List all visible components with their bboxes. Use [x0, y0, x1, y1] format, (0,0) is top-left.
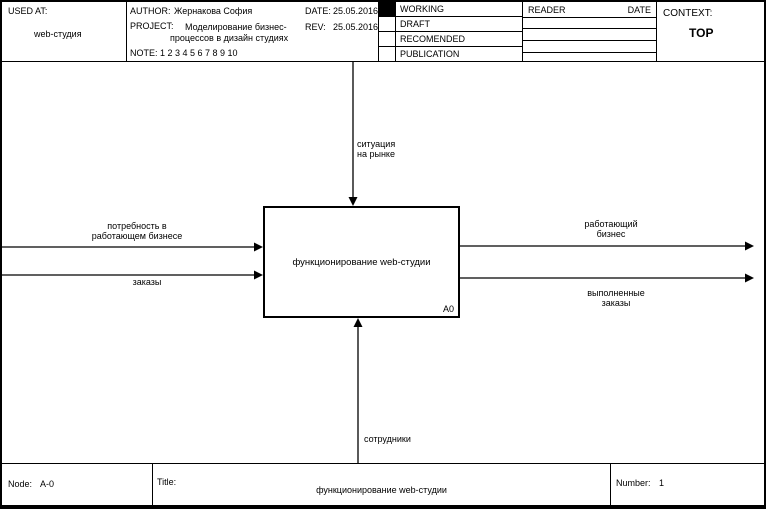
- number-cell: Number: 1: [611, 464, 764, 505]
- output1-arrow-label-line2: бизнес: [596, 229, 626, 239]
- used-at-label: USED AT:: [8, 6, 48, 16]
- node-label: Node:: [8, 479, 33, 489]
- title-value: функционирование web-студии: [316, 485, 447, 495]
- reader-row-divider: [523, 17, 656, 18]
- author-value: Жернакова София: [174, 6, 253, 16]
- mechanism-arrow: [353, 318, 363, 463]
- note-values: 1 2 3 4 5 6 7 8 9 10: [160, 48, 238, 58]
- reader-row-divider: [523, 40, 656, 41]
- reader-row-divider: [523, 28, 656, 29]
- status-cell: WORKING DRAFT RECOMENDED PUBLICATION: [379, 2, 523, 61]
- title-cell: Title: функционирование web-студии: [153, 464, 611, 505]
- publication-label: PUBLICATION: [400, 49, 460, 59]
- output2-arrow-label: выполненные заказы: [516, 288, 716, 308]
- control-arrow-label: ситуация на рынке: [357, 139, 395, 159]
- output-arrow-2: [460, 273, 754, 283]
- activity-box-title: функционирование web-студии: [292, 256, 431, 268]
- used-at-value: web-студия: [34, 29, 82, 39]
- diagram-kit-footer: Node: A-0 Title: функционирование web-ст…: [2, 463, 764, 505]
- author-project-cell: AUTHOR: Жернакова София DATE: 25.05.2016…: [127, 2, 379, 61]
- reader-cell: READER DATE: [523, 2, 657, 61]
- working-checkbox: [379, 2, 396, 16]
- control-arrow: [348, 61, 358, 206]
- author-label: AUTHOR:: [130, 6, 171, 16]
- input1-arrow-label-line2: работающем бизнесе: [91, 231, 183, 241]
- node-value: A-0: [40, 479, 55, 489]
- draft-label: DRAFT: [400, 19, 430, 29]
- output2-arrow-label-line1: выполненные: [587, 288, 645, 298]
- context-cell: CONTEXT: TOP: [657, 2, 764, 61]
- date-value: 25.05.2016: [333, 6, 379, 16]
- control-arrow-label-line1: ситуация: [357, 139, 396, 149]
- reader-label: READER: [528, 5, 566, 15]
- project-value-line1: Моделирование бизнес-: [185, 22, 287, 32]
- input1-arrow-label-line1: потребность в: [107, 221, 167, 231]
- activity-node-id: A0: [442, 304, 454, 314]
- control-arrow-label-line2: на рынке: [357, 149, 395, 159]
- status-row-publication: PUBLICATION: [379, 47, 522, 61]
- context-value: TOP: [689, 26, 714, 40]
- working-label: WORKING: [400, 4, 444, 14]
- note-label: NOTE:: [130, 48, 158, 58]
- draft-checkbox: [379, 17, 396, 31]
- project-value-line2: процессов в дизайн студиях: [170, 33, 289, 43]
- activity-box-a0: функционирование web-студии A0: [263, 206, 460, 318]
- output1-arrow-label-line1: работающий: [584, 219, 638, 229]
- input1-arrow-label: потребность в работающем бизнесе: [37, 221, 237, 241]
- reader-row-divider: [523, 52, 656, 53]
- date-label: DATE:: [305, 6, 331, 16]
- output-arrow-1: [460, 241, 754, 251]
- publication-checkbox: [379, 47, 396, 61]
- status-row-recomended: RECOMENDED: [379, 32, 522, 47]
- status-row-working: WORKING: [379, 2, 522, 17]
- number-value: 1: [659, 478, 665, 488]
- diagram-kit-header: USED AT: web-студия AUTHOR: Жернакова Со…: [2, 2, 764, 62]
- recomended-label: RECOMENDED: [400, 34, 466, 44]
- rev-value: 25.05.2016: [333, 22, 379, 32]
- status-row-draft: DRAFT: [379, 17, 522, 32]
- project-label: PROJECT:: [130, 21, 174, 31]
- recomended-checkbox: [379, 32, 396, 46]
- title-label: Title:: [157, 477, 177, 487]
- used-at-cell: USED AT: web-студия: [2, 2, 127, 61]
- node-cell: Node: A-0: [2, 464, 153, 505]
- rev-label: REV:: [305, 22, 326, 32]
- number-label: Number:: [616, 478, 651, 488]
- output2-arrow-label-line2: заказы: [601, 298, 631, 308]
- mechanism-arrow-label: сотрудники: [364, 434, 411, 444]
- input-arrow-1: [2, 242, 263, 252]
- context-label: CONTEXT:: [663, 8, 713, 19]
- input2-arrow-label: заказы: [132, 277, 162, 287]
- reader-date-label: DATE: [627, 5, 651, 15]
- output1-arrow-label: работающий бизнес: [511, 219, 711, 239]
